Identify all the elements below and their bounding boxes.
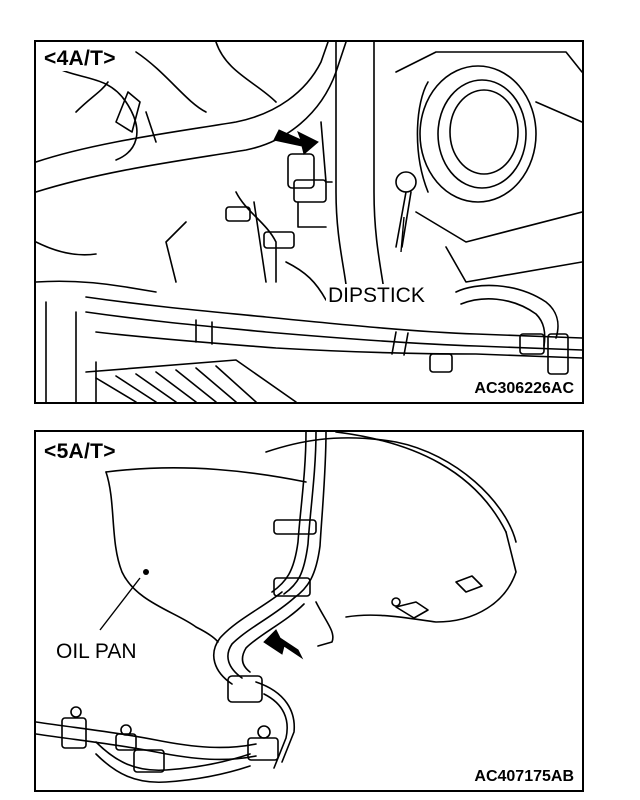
figure-4at: <4A/T> DIPSTICK AC306226AC xyxy=(34,40,584,404)
figure-code: AC306226AC xyxy=(472,380,576,398)
transmission-drawing xyxy=(36,432,517,784)
oil-pan-callout: OIL PAN xyxy=(54,640,139,664)
pointer-arrow-icon xyxy=(273,129,319,155)
dipstick-callout: DIPSTICK xyxy=(326,284,427,308)
figure-5at: <5A/T> OIL PAN AC407175AB xyxy=(34,430,584,792)
figure-label: <5A/T> xyxy=(42,440,118,464)
pointer-arrow-icon xyxy=(263,629,304,660)
figure-label: <4A/T> xyxy=(42,47,118,71)
figure-code: AC407175AB xyxy=(472,768,576,786)
engine-bay-drawing xyxy=(36,42,582,402)
